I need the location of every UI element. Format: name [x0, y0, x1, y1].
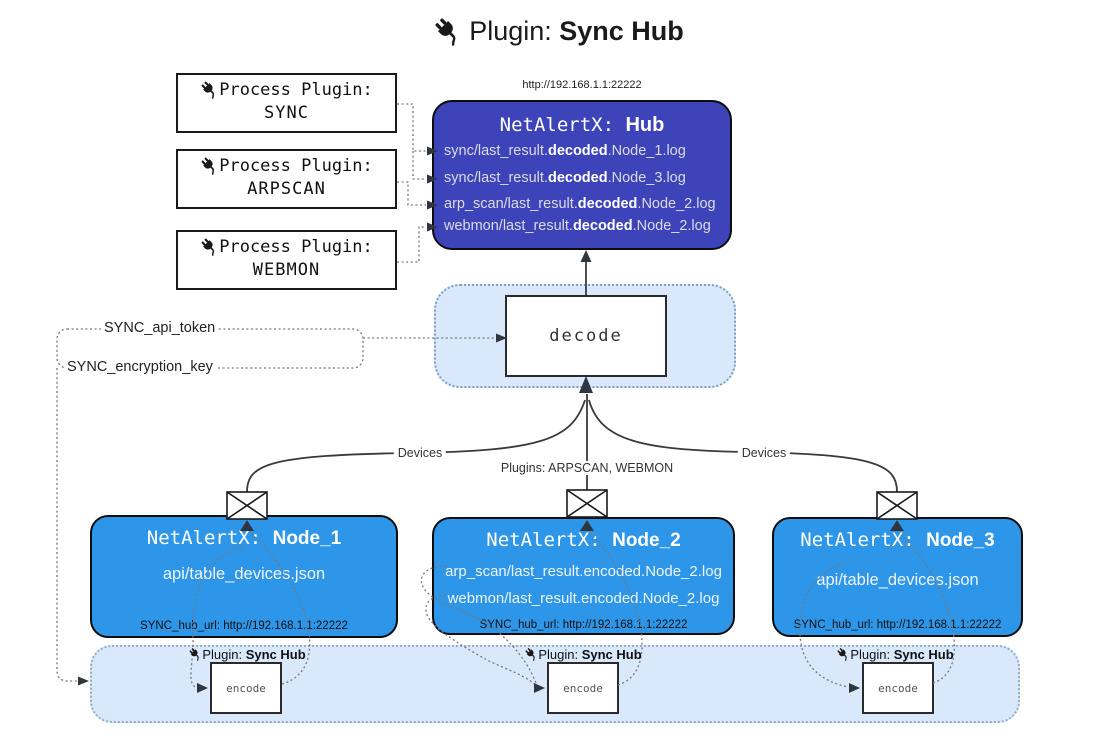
hub-log-4: webmon/last_result.decoded.Node_2.log — [444, 218, 711, 234]
node-2-hub-url: SYNC_hub_url: http://192.168.1.1:22222 — [479, 619, 688, 631]
node-3-title: NetAlertX: Node_3 — [800, 529, 995, 551]
page-title: Plugin: Sync Hub — [0, 16, 1117, 47]
node-3-box: NetAlertX: Node_3 api/table_devices.json… — [772, 517, 1023, 637]
plug-icon — [188, 647, 202, 661]
plug-icon — [433, 16, 463, 46]
process-plugin-heading: Process Plugin: — [219, 237, 373, 257]
node-1-box: NetAlertX: Node_1 api/table_devices.json… — [90, 515, 398, 638]
hub-title: NetAlertX: Hub — [432, 114, 732, 137]
bar-plugin-label-1: Plugin: Sync Hub — [188, 647, 306, 662]
process-plugin-arpscan: Process Plugin: ARPSCAN — [176, 149, 397, 209]
process-plugin-sync: Process Plugin: SYNC — [176, 73, 397, 133]
encode-box-1: encode — [210, 662, 282, 714]
hub-box — [432, 100, 732, 250]
plug-icon — [836, 647, 850, 661]
hub-url: http://192.168.1.1:22222 — [522, 79, 642, 91]
node-1-line: api/table_devices.json — [162, 565, 326, 583]
node-1-hub-url: SYNC_hub_url: http://192.168.1.1:22222 — [140, 620, 348, 632]
process-plugin-webmon: Process Plugin: WEBMON — [176, 230, 397, 290]
encode-box-2: encode — [547, 662, 619, 714]
node-3-hub-url: SYNC_hub_url: http://192.168.1.1:22222 — [793, 619, 1002, 631]
node-2-box: NetAlertX: Node_2 arp_scan/last_result.e… — [432, 517, 735, 635]
hub-log-2: sync/last_result.decoded.Node_3.log — [444, 170, 686, 186]
process-plugin-name: SYNC — [264, 103, 309, 123]
edge-label-plugins: Plugins: ARPSCAN, WEBMON — [496, 461, 678, 475]
envelope-icon — [876, 491, 918, 520]
decode-box: decode — [505, 295, 667, 377]
setting-sync-encryption-key: SYNC_encryption_key — [64, 359, 216, 375]
plug-icon — [200, 156, 219, 175]
hub-log-1: sync/last_result.decoded.Node_1.log — [444, 143, 686, 159]
node-2-line-2: webmon/last_result.encoded.Node_2.log — [447, 590, 720, 607]
process-plugin-name: ARPSCAN — [247, 179, 326, 199]
hub-app-label: NetAlertX: — [499, 114, 615, 136]
edge-label-devices-right: Devices — [737, 446, 791, 460]
process-plugin-heading: Process Plugin: — [219, 80, 373, 100]
node-2-title: NetAlertX: Node_2 — [486, 529, 681, 551]
node-1-title: NetAlertX: Node_1 — [146, 527, 342, 549]
envelope-icon — [566, 489, 608, 518]
bar-plugin-label-2: Plugin: Sync Hub — [524, 647, 642, 662]
plug-icon — [200, 237, 219, 256]
node-3-line: api/table_devices.json — [816, 571, 979, 589]
process-plugin-name: WEBMON — [252, 260, 321, 280]
node-2-line-1: arp_scan/last_result.encoded.Node_2.log — [445, 563, 722, 580]
page-title-name: Sync Hub — [559, 16, 684, 46]
plug-icon — [524, 647, 538, 661]
page-title-label: Plugin: — [469, 16, 552, 46]
encode-box-3: encode — [862, 662, 934, 714]
setting-sync-api-token: SYNC_api_token — [101, 320, 219, 336]
process-plugin-heading: Process Plugin: — [219, 156, 373, 176]
hub-log-3: arp_scan/last_result.decoded.Node_2.log — [444, 196, 716, 212]
decode-label: decode — [549, 326, 623, 346]
plug-icon — [200, 80, 219, 99]
hub-name-label: Hub — [625, 114, 665, 136]
edge-label-devices-left: Devices — [393, 446, 447, 460]
bar-plugin-label-3: Plugin: Sync Hub — [836, 647, 954, 662]
